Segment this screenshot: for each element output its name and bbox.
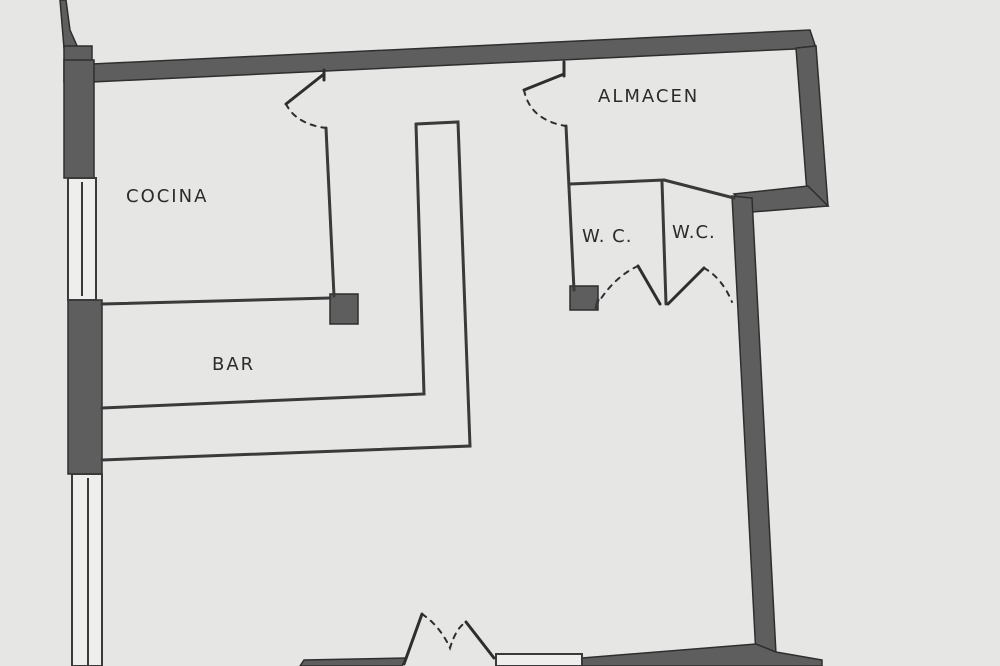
kitchen-partition-horizontal [100,296,332,306]
kitchen-partition-vertical [324,126,336,298]
wall-bottom-left [299,657,408,666]
wall-right [731,195,777,657]
wc-top-wall [568,178,666,186]
door-entrance-swing [421,613,467,651]
door-entrance-right-leaf [464,620,496,660]
door-kitchen-leaf [284,72,326,106]
room-label-wc-left: W. C. [582,226,632,247]
window-bottom [495,653,583,666]
door-almacen-leaf [522,72,566,92]
doors [284,60,733,666]
door-kitchen-swing [285,103,327,129]
wc-divider [660,180,668,306]
wc-pillar [569,285,599,311]
door-wc-left-leaf [636,264,662,306]
bar-counter-inner [100,122,426,410]
wc-bottom-stub [594,298,600,310]
room-label-almacen: ALMACEN [598,86,699,107]
wall-bottom-right [581,643,823,666]
wall-top [63,29,818,83]
door-almacen-swing [523,89,567,127]
door-entrance-left-leaf [402,612,424,666]
wall-left-pier [67,299,103,475]
room-label-bar: BAR [212,354,255,375]
wall-almacen-right [795,45,829,207]
wc-left-wall [564,124,576,292]
exterior-walls [59,0,830,666]
room-label-wc-right: W.C. [672,222,716,243]
room-label-cocina: COCINA [126,186,208,207]
door-wc-right-leaf [666,266,706,306]
wc-top-wall-right [662,178,736,200]
door-wc-right-swing [703,267,733,303]
wall-left-stub [59,0,80,49]
kitchen-pillar [329,293,359,325]
windows [67,177,583,666]
interior-lines [100,120,736,462]
bar-counter-outer [100,120,472,462]
wall-left-upper [63,59,95,179]
door-wc-left-swing [599,265,639,301]
